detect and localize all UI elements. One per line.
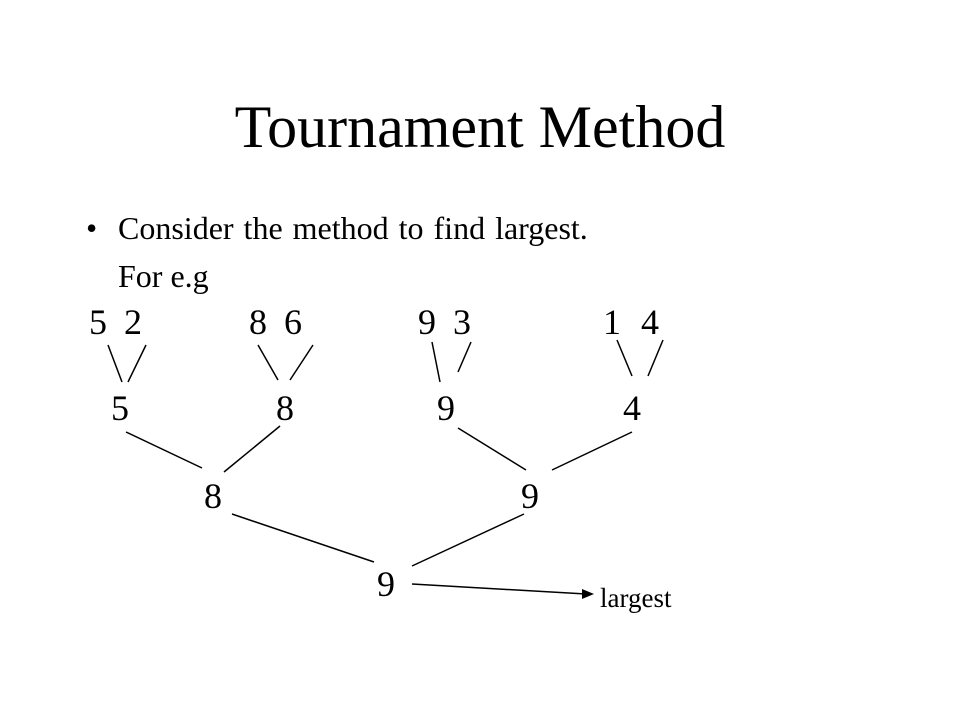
edge-r2-2 [411,513,525,567]
winner-arrow [411,583,587,595]
edge-r1-3 [457,427,527,471]
round2-value: 9 [521,476,539,516]
edge-leaf-5 [431,341,441,383]
round2-value: 8 [204,476,222,516]
leaf-value: 3 [453,302,471,342]
example-label: For e.g [118,258,209,294]
winner-value: 9 [377,564,395,604]
edge-leaf-6 [457,341,472,373]
leaf-value: 9 [418,302,436,342]
leaf-value: 5 [89,302,107,342]
winner-label: largest [600,583,672,613]
round1-value: 5 [111,388,129,428]
round1-value: 8 [276,388,294,428]
edge-r1-4 [551,431,633,471]
edge-leaf-1 [107,344,123,383]
bullet-text: Consider the method to find largest. [118,210,588,246]
edge-leaf-4 [289,344,314,381]
leaf-value: 6 [284,302,302,342]
edge-leaf-8 [647,339,664,377]
leaf-value: 4 [641,302,659,342]
edge-r1-2 [223,425,281,473]
round1-value: 4 [623,388,641,428]
leaf-value: 8 [249,302,267,342]
edge-leaf-7 [616,339,633,377]
edge-r1-1 [125,431,203,469]
leaf-value: 1 [603,302,621,342]
edge-r2-1 [231,513,375,563]
edge-leaf-2 [127,344,147,383]
edge-leaf-3 [257,344,279,381]
bullet-dot-icon: • [86,210,98,246]
leaf-value: 2 [124,302,142,342]
round1-value: 9 [437,388,455,428]
slide-title: Tournament Method [234,94,726,160]
arrow-head-icon [582,589,594,599]
